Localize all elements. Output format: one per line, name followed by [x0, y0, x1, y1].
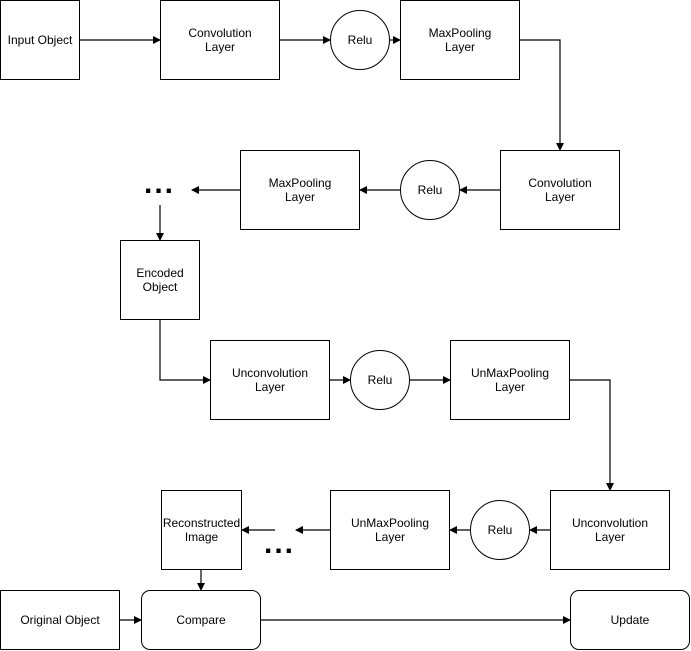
compare-label: Compare [176, 613, 226, 627]
ellipsis-dots-2: ... [264, 527, 296, 560]
maxpooling-layer-label-2: MaxPooling Layer [268, 176, 332, 204]
relu-label-1: Relu [347, 33, 373, 47]
edge-encoded-to-unconv1 [159, 320, 211, 384]
relu-node-4: Relu [470, 500, 530, 560]
unmaxpooling-layer-node-1: UnMaxPooling Layer [450, 340, 570, 420]
relu-label-4: Relu [487, 523, 513, 537]
unconvolution-layer-label-1: Unconvolution Layer [231, 366, 309, 394]
unmaxpooling-layer-label-1: UnMaxPooling Layer [470, 366, 550, 394]
edge-unmaxpool1-to-unconv2 [570, 379, 614, 491]
unconvolution-layer-label-2: Unconvolution Layer [571, 516, 649, 544]
relu-node-3: Relu [350, 350, 410, 410]
input-object-node: Input Object [0, 0, 80, 80]
encoded-object-label: Encoded Object [136, 266, 184, 294]
convolution-layer-node-1: Convolution Layer [160, 0, 280, 80]
reconstructed-image-label: Reconstructed Image [162, 516, 241, 544]
convolution-layer-label-2: Convolution Layer [528, 176, 592, 204]
original-object-label: Original Object [20, 613, 100, 627]
reconstructed-image-node: Reconstructed Image [161, 490, 242, 570]
relu-node-1: Relu [330, 10, 390, 70]
relu-node-2: Relu [400, 160, 460, 220]
update-label: Update [610, 613, 650, 627]
unmaxpooling-layer-node-2: UnMaxPooling Layer [330, 490, 450, 570]
unmaxpooling-layer-label-2: UnMaxPooling Layer [350, 516, 430, 544]
convolution-layer-label-1: Convolution Layer [188, 26, 252, 54]
edge-maxpool1-to-conv2 [520, 39, 564, 151]
original-object-node: Original Object [0, 590, 120, 650]
encoded-object-node: Encoded Object [120, 240, 200, 320]
input-object-label: Input Object [7, 33, 73, 47]
update-node: Update [570, 590, 690, 650]
maxpooling-layer-node-1: MaxPooling Layer [400, 0, 520, 80]
ellipsis-dots-1: ... [144, 167, 176, 200]
relu-label-3: Relu [367, 373, 393, 387]
convolution-layer-node-2: Convolution Layer [500, 150, 620, 230]
compare-node: Compare [141, 590, 261, 650]
unconvolution-layer-node-2: Unconvolution Layer [550, 490, 670, 570]
maxpooling-layer-label-1: MaxPooling Layer [428, 26, 492, 54]
maxpooling-layer-node-2: MaxPooling Layer [240, 150, 360, 230]
unconvolution-layer-node-1: Unconvolution Layer [210, 340, 330, 420]
relu-label-2: Relu [417, 183, 443, 197]
